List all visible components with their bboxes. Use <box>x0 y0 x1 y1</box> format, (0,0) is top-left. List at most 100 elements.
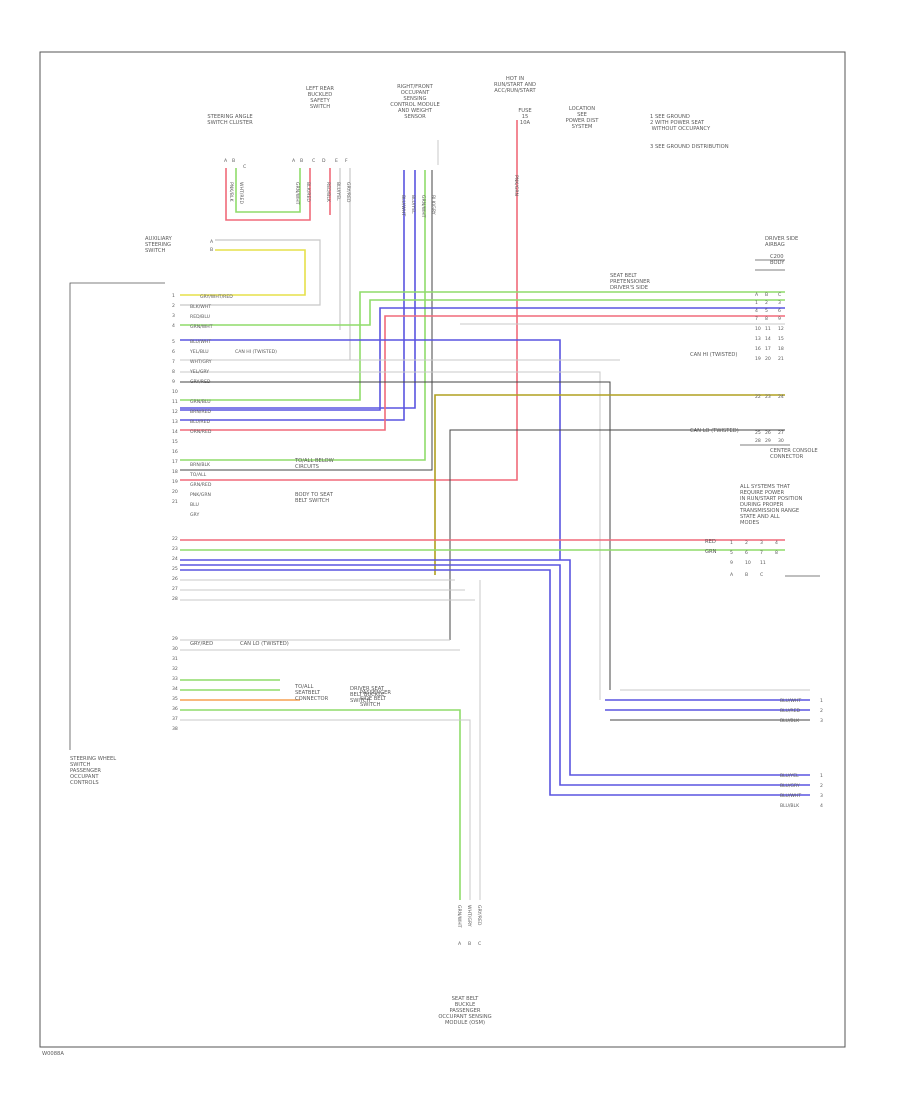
wires-buckle-grey <box>339 168 351 360</box>
gnd-ticks <box>740 259 820 577</box>
svg-text:14: 14 <box>172 429 178 435</box>
svg-text:6: 6 <box>745 550 748 556</box>
svg-text:1: 1 <box>730 540 733 546</box>
svg-text:9: 9 <box>172 379 175 385</box>
svg-text:B: B <box>232 158 235 164</box>
svg-text:23: 23 <box>172 546 178 552</box>
right-label-7: GRN <box>705 549 717 555</box>
svg-text:17: 17 <box>172 459 178 465</box>
right-label-3: CAN LO (TWISTED) <box>690 428 739 434</box>
svg-text:18: 18 <box>172 469 178 475</box>
svg-text:16: 16 <box>755 346 761 352</box>
wire-label-5: YEL/BLU <box>189 349 209 355</box>
svg-text:19: 19 <box>172 479 178 485</box>
svg-text:32: 32 <box>172 666 178 672</box>
svg-text:34: 34 <box>172 686 178 692</box>
svg-text:12: 12 <box>172 409 178 415</box>
svg-text:C: C <box>778 292 781 298</box>
svg-text:B: B <box>765 292 768 298</box>
svg-text:B: B <box>300 158 303 164</box>
svg-text:F: F <box>345 158 348 164</box>
right-label-6: RED <box>705 539 716 545</box>
svg-text:29: 29 <box>172 636 178 642</box>
bus-horizontal <box>180 291 810 900</box>
svg-text:30: 30 <box>778 438 784 444</box>
svg-text:BLK/GRY: BLK/GRY <box>430 195 436 215</box>
wire-label-0: GRY/WHT/RED <box>200 294 233 300</box>
svg-text:4: 4 <box>172 323 175 329</box>
occupant-codes: BLU/WHT BLU/YEL GRN/WHT BLK/GRY <box>400 195 436 218</box>
svg-text:23: 23 <box>765 394 771 400</box>
svg-text:7: 7 <box>172 359 175 365</box>
svg-text:GRY/RED: GRY/RED <box>345 182 351 203</box>
footer-code: W0088A <box>42 1051 64 1057</box>
module-bracket <box>69 282 165 750</box>
svg-text:14: 14 <box>765 336 771 342</box>
wire-label-8: YEL/GRY <box>189 369 209 375</box>
svg-text:4: 4 <box>775 540 778 546</box>
svg-text:19: 19 <box>755 356 761 362</box>
svg-text:WHT/RED: WHT/RED <box>238 182 244 204</box>
svg-text:25: 25 <box>172 566 178 572</box>
left-module-pins: AB <box>210 239 214 253</box>
svg-text:2: 2 <box>745 540 748 546</box>
svg-text:28: 28 <box>755 438 761 444</box>
wires-steering-red <box>225 168 331 221</box>
right-bottom-label-3: BLU/YEL <box>780 773 799 779</box>
svg-text:27: 27 <box>172 586 178 592</box>
wire-label-9: GRY/RED <box>190 379 211 385</box>
svg-text:3: 3 <box>760 540 763 546</box>
svg-text:9: 9 <box>778 316 781 322</box>
svg-text:13: 13 <box>755 336 761 342</box>
svg-text:24: 24 <box>172 556 178 562</box>
svg-text:2: 2 <box>820 783 823 789</box>
svg-text:B: B <box>745 572 748 578</box>
svg-text:35: 35 <box>172 696 178 702</box>
svg-text:5: 5 <box>765 308 768 314</box>
svg-text:E: E <box>335 158 338 164</box>
svg-text:3: 3 <box>172 313 175 319</box>
svg-text:3: 3 <box>820 718 823 724</box>
wire-label-14: BRN/BLK <box>190 462 211 468</box>
wire-label-3: GRN/WHT <box>190 324 213 330</box>
svg-text:A: A <box>292 158 296 164</box>
svg-text:11: 11 <box>765 326 771 332</box>
svg-text:10: 10 <box>172 389 178 395</box>
svg-text:A: A <box>224 158 228 164</box>
svg-text:5: 5 <box>172 339 175 345</box>
svg-text:20: 20 <box>765 356 771 362</box>
right-bottom-label-5: BLU/WHT <box>780 793 801 799</box>
svg-text:B: B <box>468 941 471 947</box>
svg-text:37: 37 <box>172 716 178 722</box>
right-bottom-label-6: BLU/BLK <box>780 803 800 809</box>
mid-label-3: GRY/RED <box>190 641 213 647</box>
svg-text:15: 15 <box>778 336 784 342</box>
right-bottom-label-0: BLU/WHT <box>780 698 801 704</box>
right-label-1: CAN HI (TWISTED) <box>690 352 737 358</box>
mid-label-2: CAN LO (TWISTED) <box>240 641 289 647</box>
svg-text:7: 7 <box>760 550 763 556</box>
